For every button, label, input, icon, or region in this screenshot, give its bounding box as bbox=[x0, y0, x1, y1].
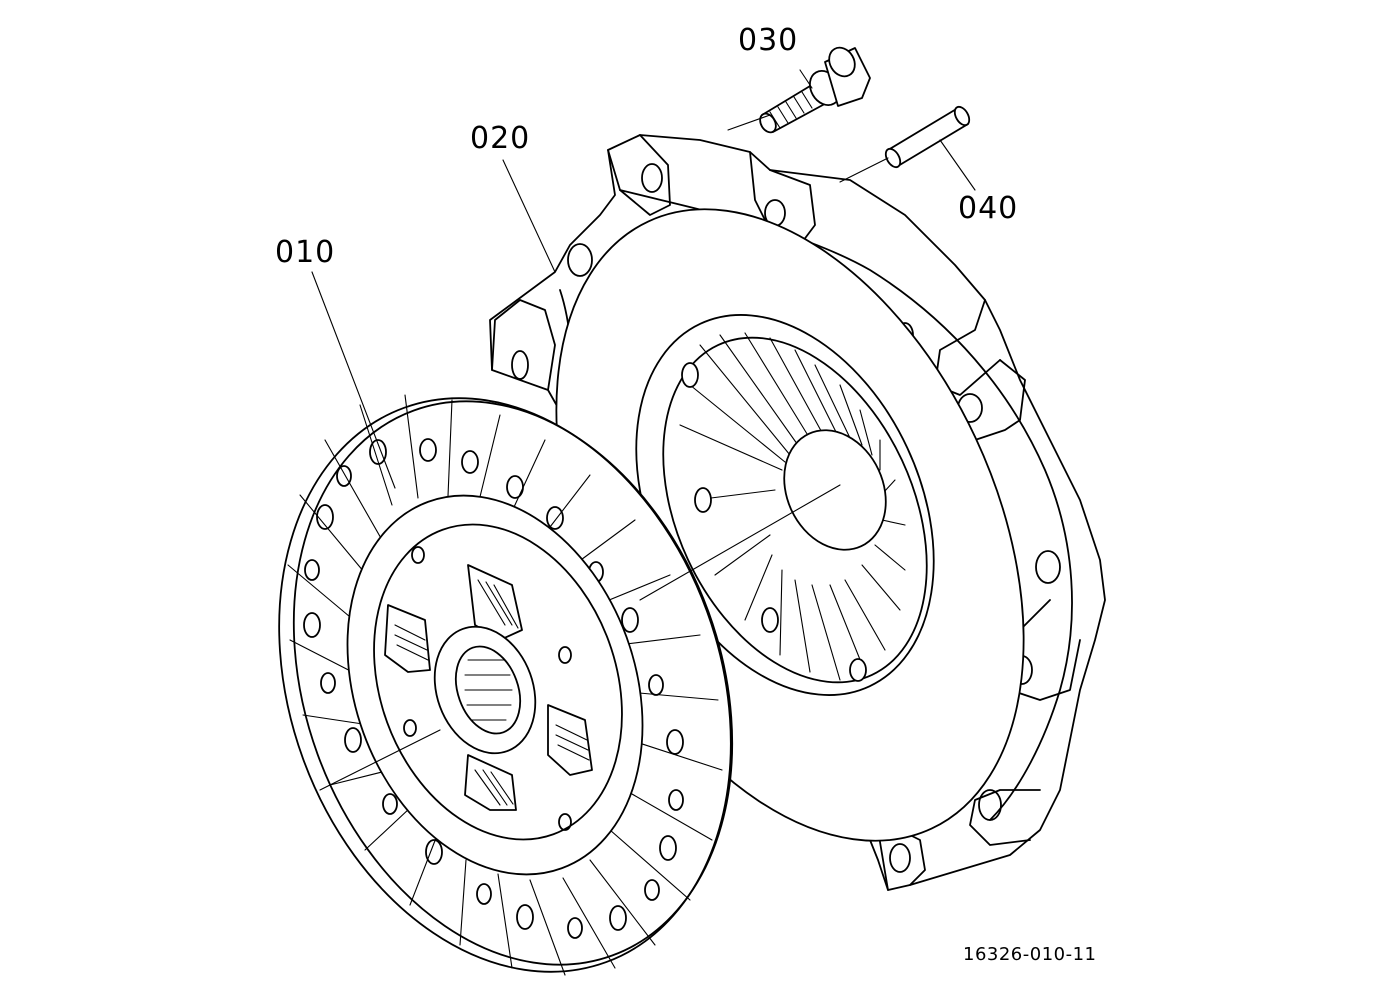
diaphragm-spring bbox=[679, 332, 906, 681]
callout-020: 020 bbox=[470, 121, 531, 156]
callout-040: 040 bbox=[958, 191, 1019, 226]
callout-030: 030 bbox=[738, 23, 799, 58]
leader-lines bbox=[311, 69, 976, 791]
lining-rivet-holes bbox=[303, 438, 684, 939]
callout-010: 010 bbox=[275, 235, 336, 270]
dowel-pin-part bbox=[884, 105, 971, 169]
reference-number: 16326-010-11 bbox=[963, 944, 1097, 965]
bolt-part bbox=[759, 46, 871, 134]
damper-springs bbox=[384, 564, 593, 811]
clutch-disc-assembly bbox=[278, 394, 734, 976]
